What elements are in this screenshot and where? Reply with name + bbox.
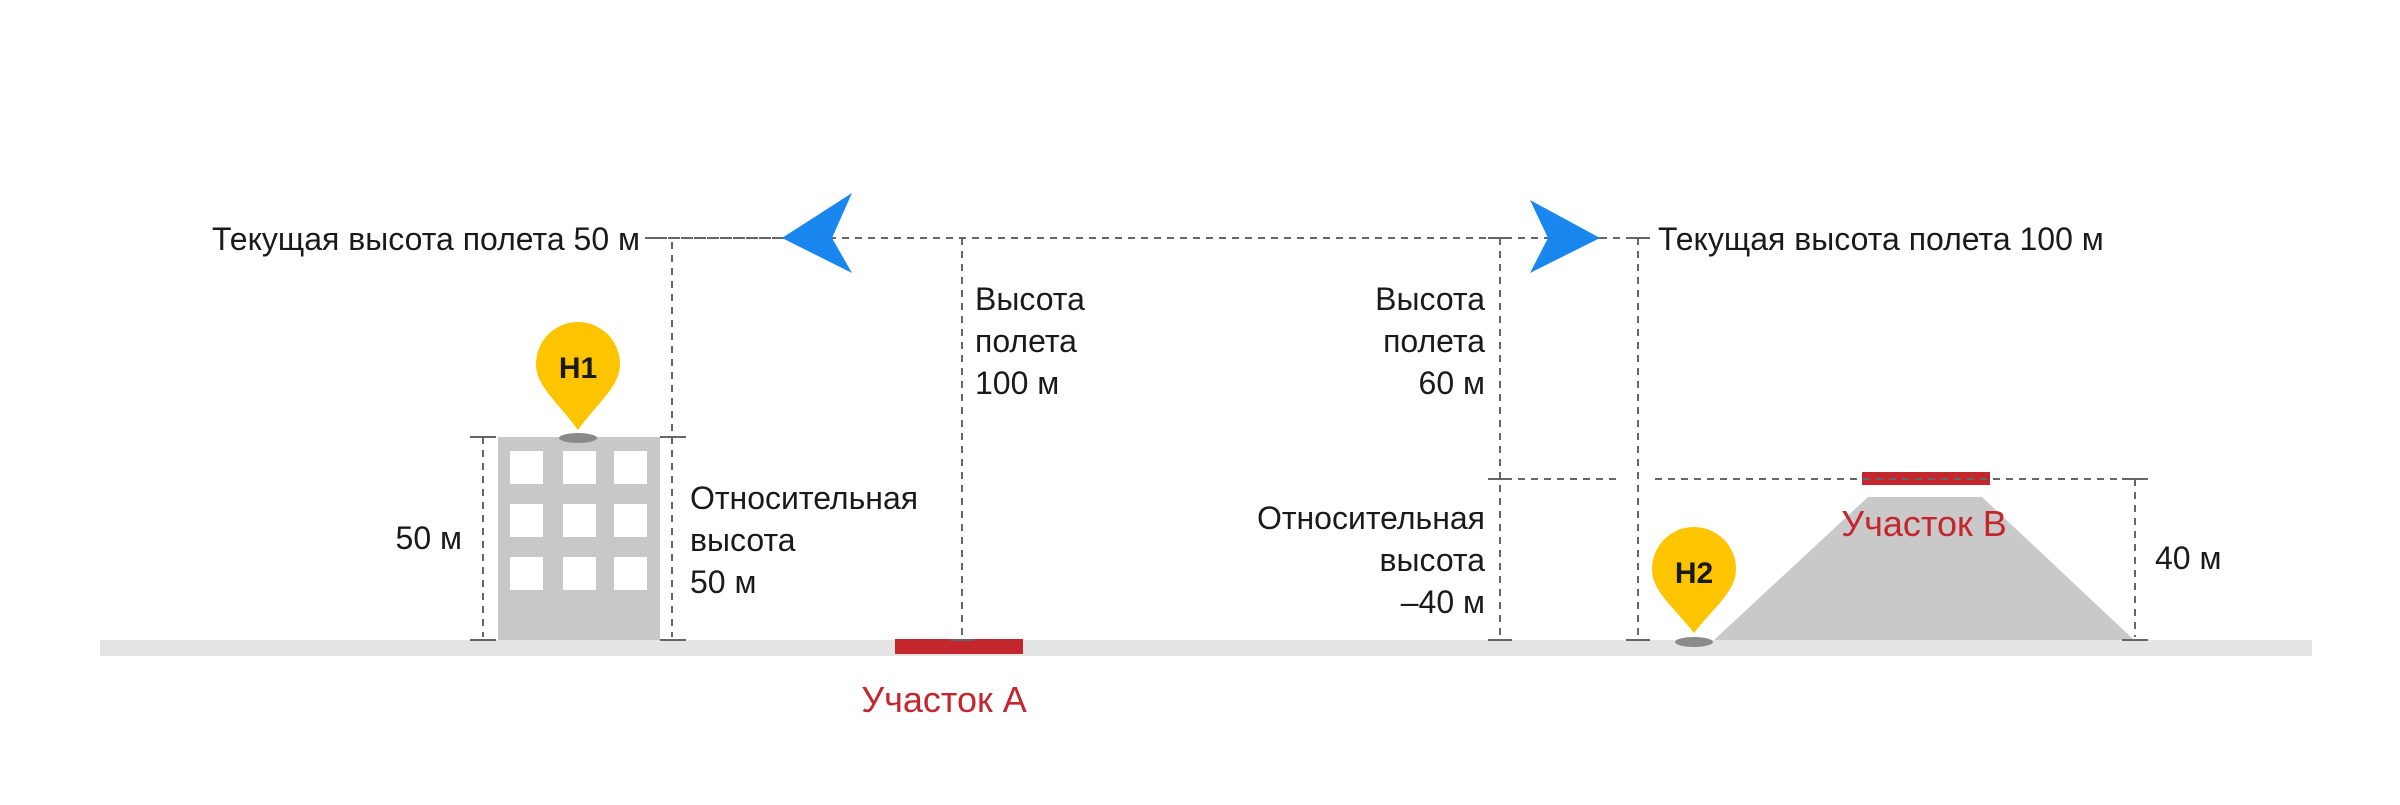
relative-left-label-1: Относительная: [690, 480, 918, 516]
ground: [100, 640, 2312, 656]
relative-right-label-1: Относительная: [1257, 500, 1485, 536]
left-arrow-icon: [782, 193, 852, 273]
building-windows: [510, 451, 647, 590]
current-alt-right-label: Текущая высота полета 100 м: [1658, 221, 2104, 257]
pin-h2: H2: [1652, 527, 1736, 647]
pin-h1: H1: [536, 322, 620, 443]
relative-right-label-2: высота: [1379, 542, 1485, 578]
flight-alt-right-label-2: полета: [1383, 323, 1485, 359]
hill: [1714, 497, 2134, 640]
area-b-marker: [1862, 472, 1990, 485]
hill-height-label: 40 м: [2155, 540, 2221, 576]
pin-h2-label: H2: [1675, 557, 1713, 590]
flight-alt-right-label-1: Высота: [1375, 281, 1485, 317]
flight-alt-right-label-3: 60 м: [1419, 365, 1485, 401]
flight-alt-left-label-2: полета: [975, 323, 1077, 359]
pin-h1-label: H1: [559, 352, 597, 385]
relative-left-label-2: высота: [690, 522, 796, 558]
map-pin-icon: [536, 322, 620, 430]
area-b-label: Участок B: [1841, 503, 2007, 544]
relative-right-label-3: –40 м: [1401, 584, 1485, 620]
flight-alt-left-label-1: Высота: [975, 281, 1085, 317]
map-pin-icon: [1652, 527, 1736, 633]
relative-left-label-3: 50 м: [690, 564, 756, 600]
area-a-label: Участок A: [861, 679, 1027, 720]
building-height-label: 50 м: [396, 520, 462, 556]
area-a-marker: [895, 639, 1023, 654]
flight-alt-left-label-3: 100 м: [975, 365, 1059, 401]
current-alt-left-label: Текущая высота полета 50 м: [212, 221, 640, 257]
building: [498, 437, 660, 640]
right-arrow-icon: [1530, 200, 1600, 273]
